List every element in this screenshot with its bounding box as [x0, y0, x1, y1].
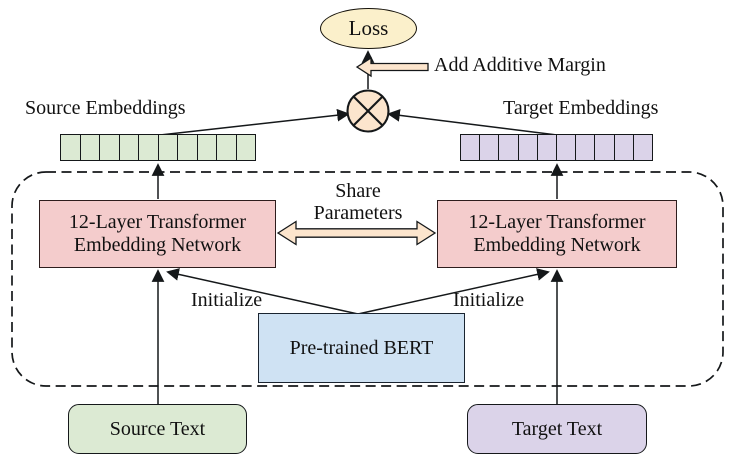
embedding-cell [157, 135, 177, 160]
loss-node: Loss [320, 8, 417, 49]
embedding-cell [632, 135, 653, 160]
arrow-source-embeddings-to-multiply [159, 108, 350, 136]
embedding-cell [479, 135, 499, 160]
source-text-node: Source Text [68, 404, 247, 454]
source-embeddings-strip [60, 134, 256, 161]
multiply-icon [346, 89, 390, 133]
right-encoder-node: 12-Layer Transformer Embedding Network [437, 200, 677, 268]
target-embeddings-strip [460, 134, 653, 161]
arrow-target-embeddings-to-multiply [387, 109, 558, 136]
share-parameters-double-arrow-icon [276, 220, 437, 246]
initialize-right-label: Initialize [453, 289, 525, 311]
embedding-cell [575, 135, 595, 160]
embedding-cell [61, 135, 80, 160]
left-encoder-label-line2: Embedding Network [73, 234, 242, 256]
embedding-cell [461, 135, 480, 160]
target-text-label: Target Text [511, 417, 603, 440]
arrow-bert-initialize-right [357, 268, 550, 315]
embedding-cell [79, 135, 99, 160]
embedding-cell [536, 135, 557, 160]
embedding-cell [216, 135, 236, 160]
share-parameters-label: Share Parameters [314, 180, 403, 224]
embedding-cell [594, 135, 614, 160]
share-parameters-line2: Parameters [313, 202, 403, 224]
target-embeddings-label: Target Embeddings [503, 97, 659, 119]
source-text-label: Source Text [109, 417, 206, 440]
arrow-bert-initialize-left [166, 268, 359, 315]
embedding-cell [613, 135, 633, 160]
shared-encoder-dashed-boundary [11, 171, 724, 387]
initialize-left-label: Initialize [191, 289, 263, 311]
embedding-cell [118, 135, 138, 160]
target-text-node: Target Text [467, 404, 647, 454]
left-encoder-node: 12-Layer Transformer Embedding Network [39, 200, 276, 268]
source-embeddings-label: Source Embeddings [25, 97, 186, 119]
right-encoder-label-line1: 12-Layer Transformer [468, 211, 646, 233]
embedding-cell [138, 135, 158, 160]
embedding-cell [99, 135, 119, 160]
embedding-cell [177, 135, 197, 160]
embedding-cell [517, 135, 537, 160]
embedding-cell [196, 135, 216, 160]
left-encoder-label-line1: 12-Layer Transformer [68, 211, 247, 233]
share-parameters-line1: Share [335, 180, 381, 202]
pretrained-bert-node: Pre-trained BERT [258, 313, 465, 383]
embedding-cell [498, 135, 518, 160]
right-encoder-label-line2: Embedding Network [473, 234, 641, 256]
loss-label: Loss [348, 16, 389, 40]
pretrained-bert-label: Pre-trained BERT [289, 336, 434, 359]
embedding-cell [556, 135, 576, 160]
additive-margin-block-arrow-icon [355, 56, 429, 78]
embedding-cell [235, 135, 255, 160]
add-additive-margin-label: Add Additive Margin [434, 54, 606, 76]
